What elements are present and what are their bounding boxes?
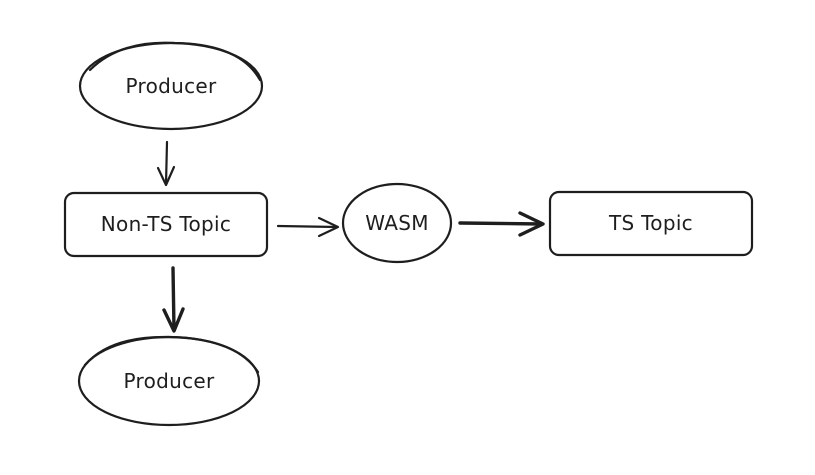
node-wasm: WASM (341, 182, 453, 264)
producer-top-sketch-stroke (88, 41, 262, 82)
arrow-producer-top-to-non-ts-topic (156, 140, 176, 187)
arrow-wasm-to-ts-topic (458, 211, 545, 237)
arrow-shaft (164, 140, 169, 186)
arrow-non-ts-topic-to-wasm (276, 216, 340, 238)
arrow-head (162, 307, 185, 333)
non-ts-topic-label: Non-TS Topic (101, 212, 231, 236)
arrow-non-ts-topic-to-producer-bottom (162, 266, 185, 333)
wasm-label: WASM (365, 211, 429, 235)
ts-topic-label: TS Topic (608, 211, 693, 235)
arrow-shaft (171, 266, 176, 332)
producer-bottom-sketch-stroke (83, 335, 260, 374)
non-ts-topic-box (63, 191, 269, 258)
node-producer-top: Producer (78, 41, 264, 131)
arrow-shaft (458, 221, 544, 226)
arrow-shaft (276, 224, 339, 229)
arrow-head (518, 211, 545, 237)
wasm-ellipse (341, 182, 453, 264)
node-non-ts-topic: Non-TS Topic (63, 191, 269, 258)
producer-top-label: Producer (125, 74, 217, 98)
node-producer-bottom: Producer (77, 335, 261, 427)
arrow-head (317, 216, 340, 238)
producer-bottom-label: Producer (123, 369, 215, 393)
ts-topic-box (548, 190, 754, 257)
node-ts-topic: TS Topic (548, 190, 754, 257)
arrow-head (156, 165, 176, 187)
